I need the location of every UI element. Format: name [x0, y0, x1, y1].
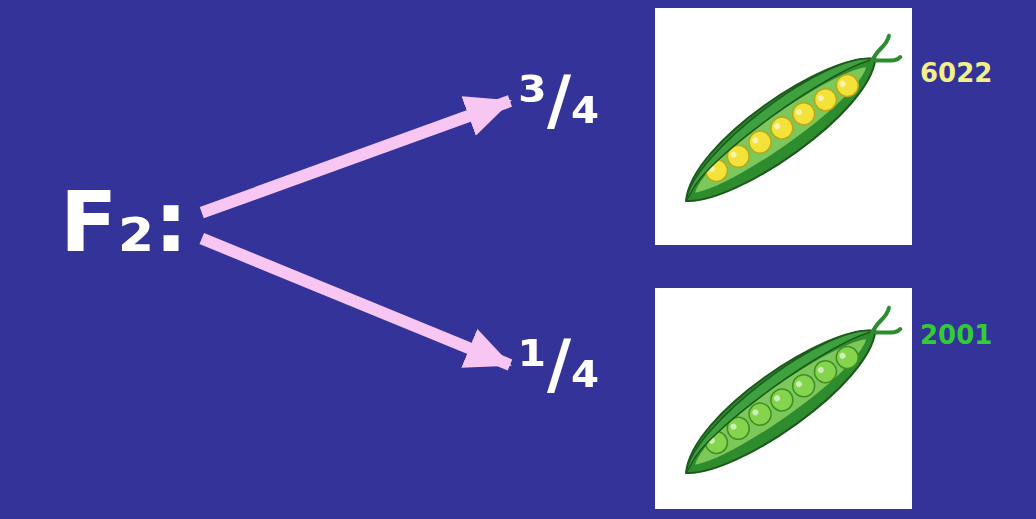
pea-shine [817, 94, 825, 102]
pea-shine [838, 80, 846, 88]
pea-pod-picture [655, 288, 912, 509]
pea-shine [773, 394, 781, 402]
generation-name: F₂: [60, 180, 194, 264]
pod-flap [667, 315, 884, 473]
ratio-fraction: ¹/₄ [518, 332, 600, 398]
picture-frame [655, 288, 912, 509]
pea-pod [666, 28, 912, 218]
picture-frame [655, 8, 912, 245]
pea-shine [751, 408, 759, 416]
pea-shine [751, 136, 759, 144]
branch-arrow [202, 101, 510, 213]
pod-flap [667, 43, 884, 201]
pea-shine [729, 422, 737, 430]
branch-arrow [202, 238, 510, 365]
pod-shell [666, 313, 895, 489]
generation-label: F₂: [60, 180, 194, 266]
pod-inside [683, 331, 878, 473]
pea-shine [795, 108, 803, 116]
pea-shine [817, 366, 825, 374]
pea-pod-picture [655, 8, 912, 245]
pea-pod [666, 300, 912, 490]
pea-shine [838, 352, 846, 360]
offspring-panel: ¹/₄ 2001 [512, 288, 998, 511]
ratio-fraction: ³/₄ [518, 68, 600, 134]
seed-count: 2001 [920, 322, 992, 348]
pod-stem [865, 36, 902, 72]
pod-shell [666, 41, 895, 217]
pea-shine [729, 150, 737, 158]
pea-shine [795, 380, 803, 388]
pod-inside [683, 59, 878, 201]
pod-stem [865, 308, 902, 344]
seed-count: 6022 [920, 60, 992, 86]
pea-shine [773, 122, 781, 130]
offspring-panel: ³/₄ 6022 [512, 8, 998, 247]
